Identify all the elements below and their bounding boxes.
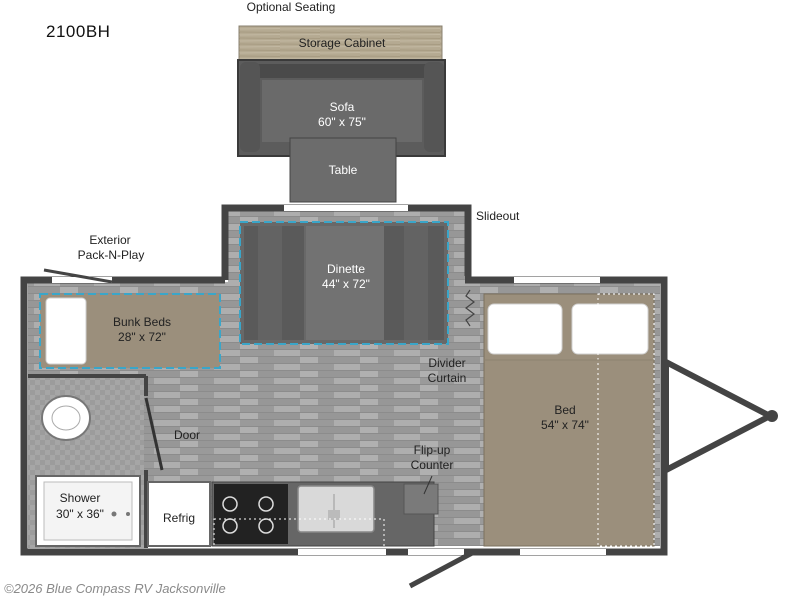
window xyxy=(52,277,112,283)
hitch xyxy=(663,357,777,475)
bed-size-label: 54" x 74" xyxy=(541,418,589,432)
sofa-arm-left xyxy=(240,62,260,152)
bed-label: Bed xyxy=(554,403,576,417)
dinette-table xyxy=(306,226,384,340)
door-opening xyxy=(408,549,464,555)
exterior-pack-n-play-door xyxy=(43,268,113,284)
flip-up-label: Flip-up xyxy=(413,443,451,457)
bathroom-door xyxy=(144,397,164,471)
shower-label: Shower xyxy=(59,491,101,505)
bunk-beds-label: Bunk Beds xyxy=(112,315,172,329)
flip-up-counter xyxy=(403,483,439,515)
door-label: Door xyxy=(174,428,201,442)
sofa-seat xyxy=(262,80,422,142)
stove xyxy=(214,484,288,544)
optional-seating-heading: Optional Seating xyxy=(246,0,336,14)
optional-seating-group xyxy=(237,25,446,203)
table-label: Table xyxy=(328,163,358,177)
bed-pillow xyxy=(487,303,563,355)
sofa-size-label: 60" x 75" xyxy=(318,115,366,129)
dinette-size-label: 44" x 72" xyxy=(322,277,370,291)
bunk-beds-size-label: 28" x 72" xyxy=(118,330,166,344)
flip-up-arrow xyxy=(423,475,433,495)
toilet xyxy=(41,395,91,441)
refrigerator xyxy=(147,481,211,547)
storage-cabinet-label: Storage Cabinet xyxy=(298,36,386,50)
dinette-label: Dinette xyxy=(326,262,366,276)
trailer-body xyxy=(20,204,778,589)
window xyxy=(514,277,600,283)
sofa-back xyxy=(250,64,433,78)
sofa-arm-right xyxy=(424,62,444,152)
slideout-label: Slideout xyxy=(476,209,520,223)
sofa-label: Sofa xyxy=(329,100,355,114)
divider-curtain xyxy=(465,289,475,327)
bunk-pillow xyxy=(45,297,87,365)
shower-size-label: 30" x 36" xyxy=(56,507,104,521)
window xyxy=(298,549,386,555)
storage-cabinet xyxy=(238,25,443,61)
copyright-credit: ©2026 Blue Compass RV Jacksonville xyxy=(4,581,226,596)
model-name: 2100BH xyxy=(46,22,111,41)
table xyxy=(289,137,397,203)
counter-label: Counter xyxy=(410,458,454,472)
window xyxy=(284,205,408,211)
kitchen-sink xyxy=(297,485,375,533)
curtain-label: Curtain xyxy=(427,371,467,385)
bed-pillow xyxy=(571,303,649,355)
exterior-label: Exterior xyxy=(89,233,131,247)
pack-n-play-label: Pack-N-Play xyxy=(77,248,145,262)
window xyxy=(520,549,606,555)
divider-label: Divider xyxy=(428,356,466,370)
refrig-label: Refrig xyxy=(162,511,195,525)
hitch-coupler xyxy=(766,410,778,422)
entry-door xyxy=(408,549,476,589)
